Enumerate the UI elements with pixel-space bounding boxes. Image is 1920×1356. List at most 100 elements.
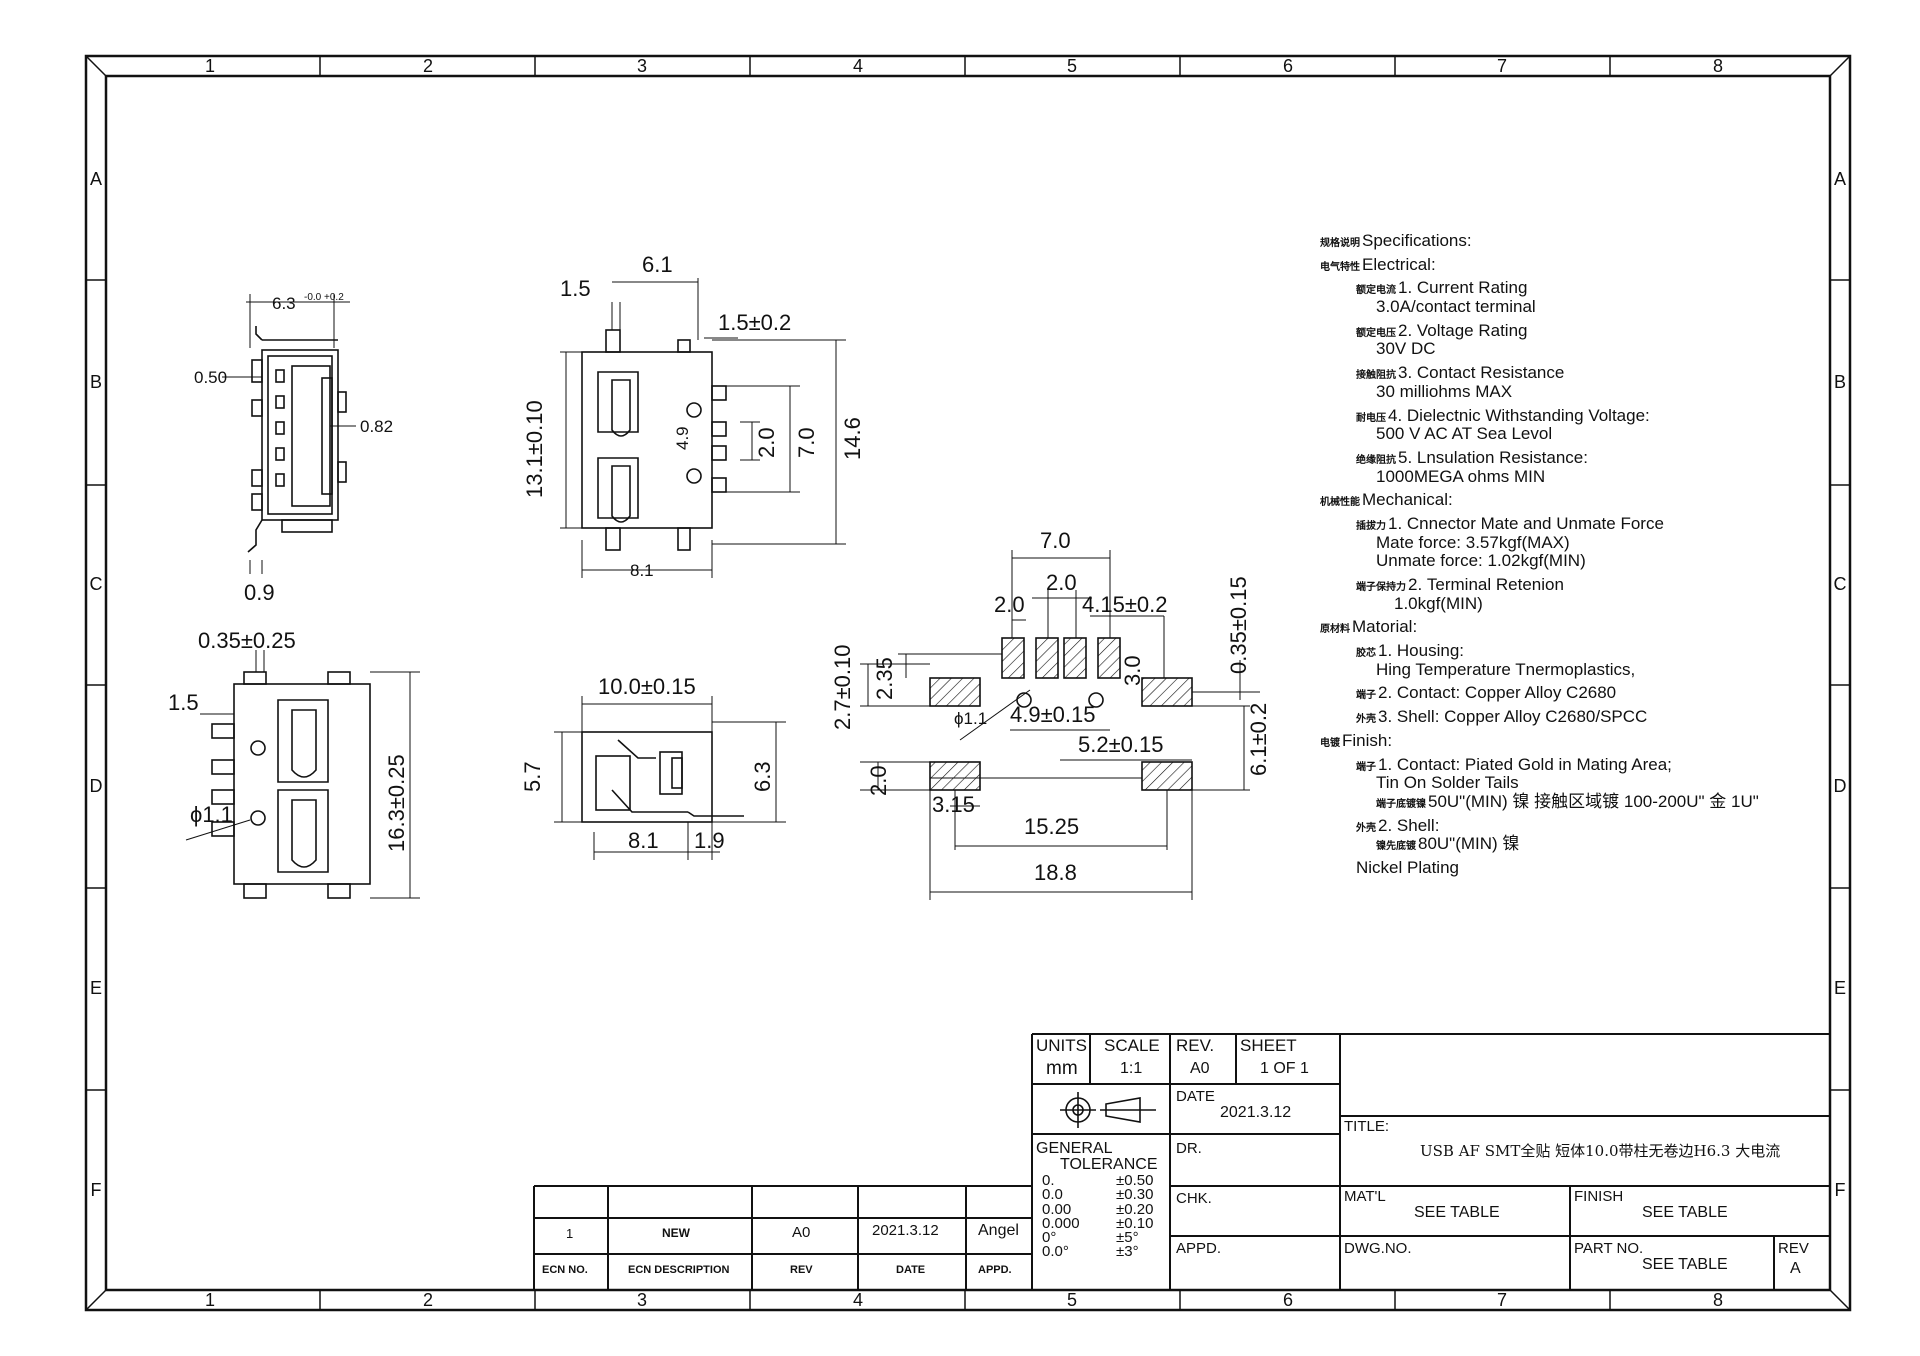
row-label: B [90,372,102,392]
spec-text: Nickel Plating [1356,857,1459,877]
finish-label: FINISH [1574,1188,1624,1205]
dim-pcb-20a: 2.0 [1046,570,1077,595]
side-view [554,696,786,860]
dim-pcb-188: 18.8 [1034,860,1077,885]
partno-label: PART NO. [1574,1240,1644,1257]
spec-text: 3. Contact Resistance [1398,363,1565,383]
spec-line: Nickel Plating [1320,857,1860,878]
dwgno-label: DWG.NO. [1344,1240,1412,1257]
bottom-view-dims: 0.35±0.25 1.5 ϕ1.1 16.3±0.25 [168,628,409,852]
sheet-frame [84,54,1852,1312]
dim-front-20: 2.0 [754,427,779,458]
dim-pcb-49: 4.9±0.15 [1010,702,1095,727]
spec-cn-label: 机械性能 [1320,497,1360,509]
spec-text: 30V DC [1376,339,1436,359]
units-label: UNITS [1036,1036,1087,1055]
spec-cn-label: 电气特性 [1320,261,1360,273]
title-label: TITLE: [1344,1118,1390,1135]
rev-value: A0 [1190,1060,1210,1077]
dim-pcb-415: 4.15±0.2 [1082,592,1167,617]
tolerance-key: 0.000 [1042,1214,1080,1232]
dim-pcb-30: 3.0 [1120,655,1145,686]
spec-cn-label: 端子保持力 [1356,582,1406,593]
dim-pcb-035: 0.35±0.15 [1226,576,1251,674]
dim-pcb-1525: 15.25 [1024,814,1079,839]
spec-text: Mechanical: [1362,490,1453,510]
scale-label: SCALE [1104,1036,1160,1055]
drawing-title: USB AF SMT全贴 短体10.0带柱无卷边H6.3 大电流 [1420,1142,1781,1160]
dr-label: DR. [1176,1140,1202,1157]
spec-line: 3.0A/contact terminal [1320,297,1860,317]
spec-cn-label: 端子 [1356,761,1376,773]
spec-cn-label: 端子底镀镍 [1376,798,1426,810]
dim-bv-163: 16.3±0.25 [384,754,409,852]
tolerance-value: ±0.20 [1116,1200,1154,1218]
tolerance-value: ±3° [1116,1243,1139,1261]
dim-bv-phi: ϕ1.1 [190,802,233,827]
col-label: 8 [1713,1290,1723,1310]
spec-line: 500 V AC AT Sea Levol [1320,424,1860,444]
spec-text: 30 milliohms MAX [1376,381,1513,401]
col-label: 8 [1713,56,1723,76]
front-view-dims: 1.5 6.1 1.5±0.2 13.1±0.10 4.9 2.0 7.0 14… [522,252,865,580]
spec-cn-label: 外壳 [1356,714,1376,726]
tolerance-value: ±0.30 [1116,1186,1154,1204]
rev-row-rev: A0 [792,1224,811,1241]
col-label: 4 [853,1290,863,1310]
row-label: A [90,169,102,189]
spec-text: Mate force: 3.57kgf(MAX) [1376,532,1570,552]
rev-header-rev: REV [790,1264,813,1276]
row-label: A [1834,169,1846,189]
dim-side-100: 10.0±0.15 [598,674,696,699]
dim-side-81: 8.1 [628,828,659,853]
spec-line: Tin On Solder Tails [1320,773,1860,793]
dim-side-63: 6.3 [750,761,775,792]
tolerance-key: 0.00 [1042,1200,1072,1218]
dim-09: 0.9 [244,580,275,605]
spec-text: 1000MEGA ohms MIN [1376,466,1546,486]
general-label: GENERAL [1036,1140,1113,1157]
tolerance-key: 0.0° [1042,1243,1069,1261]
finish-value: SEE TABLE [1642,1204,1728,1221]
projection-symbol-icon [1060,1092,1156,1128]
matl-value: SEE TABLE [1414,1204,1500,1221]
row-label: E [90,978,102,998]
spec-cn-label: 绝缘阻抗 [1356,454,1396,466]
tolerance-row: 0°±5° [1042,1229,1153,1246]
date-value: 2021.3.12 [1220,1104,1292,1121]
spec-text: 500 V AC AT Sea Levol [1376,424,1553,444]
units-value: mm [1046,1058,1078,1079]
spec-cn-label: 端子 [1356,690,1376,702]
spec-text: 50U"(MIN) 镍 接触区域镀 100-200U" 金 1U" [1428,791,1759,811]
spec-line: Mate force: 3.57kgf(MAX) [1320,532,1860,553]
spec-line: 1000MEGA ohms MIN [1320,466,1860,487]
spec-text: 2. Terminal Retenion [1408,575,1564,594]
spec-cn-label: 额定电压 [1356,327,1396,339]
row-label: C [1834,574,1847,594]
rev-row-date: 2021.3.12 [872,1222,939,1239]
spec-line: 30 milliohms MAX [1320,381,1860,402]
spec-line: Unmate force: 1.02kgf(MIN) [1320,551,1860,571]
col-label: 1 [205,56,215,76]
spec-text: Tin On Solder Tails [1376,773,1519,793]
tolerance-key: 0° [1042,1229,1057,1246]
tolerance-value: ±0.10 [1116,1214,1154,1232]
dim-pcb-27: 2.7±0.10 [830,645,855,730]
top-view-dims: 6.3 -0.0 +0.2 0.50 0.82 0.9 [194,292,393,605]
spec-text: Matorial: [1352,617,1418,637]
dim-front-146: 14.6 [840,417,865,460]
pcb-layout-dims: 7.0 2.0 2.0 4.15±0.2 2.7±0.10 2.35 3.0 0… [830,528,1271,885]
spec-text: 2. Contact: Copper Alloy C2680 [1378,683,1617,703]
dim-bv-15: 1.5 [168,690,199,715]
row-label: C [90,574,103,594]
spec-text: 1.0kgf(MIN) [1394,593,1483,613]
